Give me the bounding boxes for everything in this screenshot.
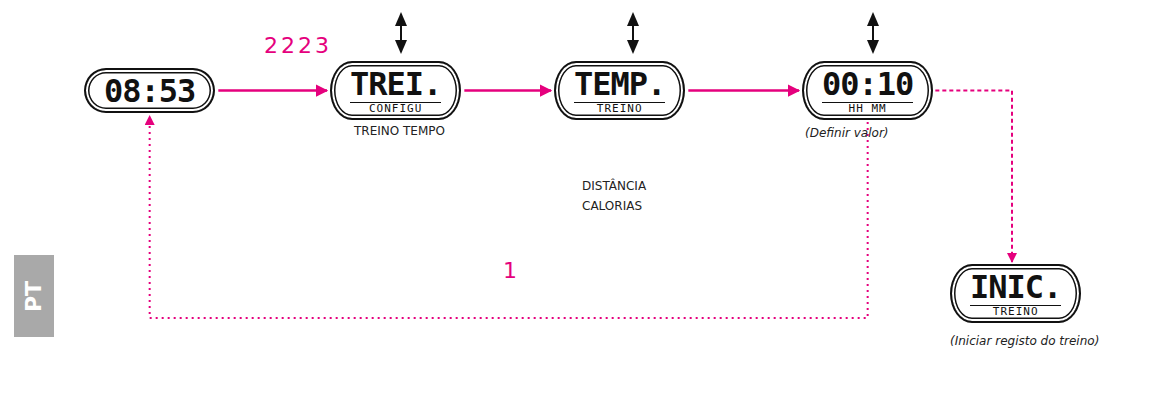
lcd-digits: TEMP. <box>574 67 665 101</box>
flow-arrow <box>150 116 868 318</box>
lcd-digits: TREI. <box>350 67 441 101</box>
lcd-screen: TREI.CONFIGU <box>330 61 461 120</box>
lcd-caption: TREINO <box>970 305 1061 318</box>
callout-number: 2223 <box>264 33 332 58</box>
lcd-screen: 00:10HH MM <box>802 61 933 120</box>
lcd-digits: INIC. <box>970 270 1061 304</box>
note-label: (Iniciar registo do treino) <box>950 334 1099 348</box>
language-tab <box>14 255 54 337</box>
lcd-screen: 08:53 <box>84 68 215 113</box>
lcd-digits: 00:10 <box>822 67 913 101</box>
lcd-screen: INIC.TREINO <box>950 264 1081 323</box>
note-label: (Definir valor) <box>805 126 889 140</box>
note-label: TREINO TEMPO <box>354 124 445 138</box>
language-tab-label: PT <box>21 281 46 312</box>
flow-arrow <box>464 89 551 92</box>
lcd-caption: TREINO <box>574 102 665 115</box>
flow-arrow <box>218 89 327 92</box>
flow-arrow <box>688 89 799 92</box>
up-down-arrow <box>395 12 879 54</box>
note-label: DISTÂNCIA CALORIAS <box>582 176 672 216</box>
callout-number: 1 <box>500 258 520 283</box>
flow-arrow <box>935 91 1012 263</box>
lcd-screen: TEMP.TREINO <box>554 61 685 120</box>
lcd-digits: 08:53 <box>104 74 195 108</box>
lcd-caption: HH MM <box>822 102 913 115</box>
lcd-caption: CONFIGU <box>350 102 441 115</box>
